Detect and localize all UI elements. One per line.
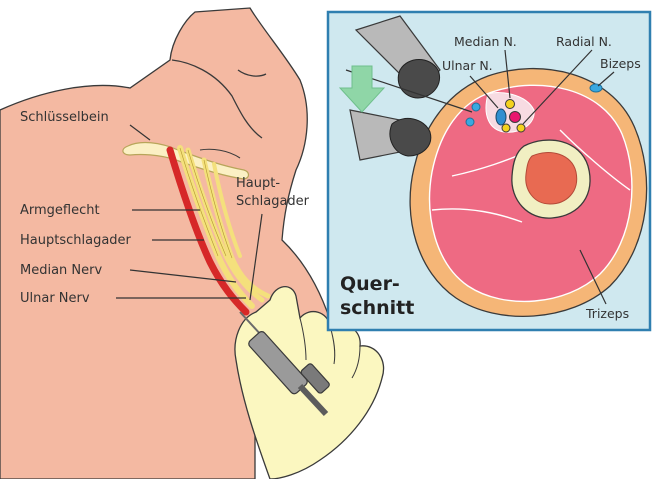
radial-nerve-dot — [517, 124, 525, 132]
cross-section-panel: Median N. Radial N. Ulnar N. Bizeps Triz… — [328, 12, 650, 330]
ulnar-vessel-dot — [472, 103, 480, 111]
ulnar-vessel-dot-2 — [466, 118, 474, 126]
brachial-artery-dot — [510, 112, 521, 123]
plexus-label: Armgeflecht — [20, 203, 100, 218]
median-nerve-dot — [506, 100, 515, 109]
ulnar-nerve-label: Ulnar Nerv — [20, 291, 90, 306]
nerve-dot-3 — [502, 124, 510, 132]
artery-label: Hauptschlagader — [20, 233, 132, 248]
median-n-label: Median N. — [454, 34, 517, 49]
bone-marrow — [526, 153, 577, 204]
clavicle-label: Schlüsselbein — [20, 110, 109, 125]
cross-section-title-line1: Quer- — [340, 273, 400, 295]
median-nerve-label: Median Nerv — [20, 263, 102, 278]
radial-n-label: Radial N. — [556, 34, 612, 49]
biceps-label: Bizeps — [600, 56, 641, 71]
artery-callout-label-line1: Haupt- — [236, 176, 280, 191]
cross-section-title-line2: schnitt — [340, 297, 414, 319]
ulnar-nerve-dot — [496, 109, 506, 125]
ulnar-n-label: Ulnar N. — [442, 58, 493, 73]
artery-callout-label-line2: Schlagader — [236, 194, 310, 209]
biceps-vessel-dot — [590, 84, 602, 92]
triceps-label: Trizeps — [585, 306, 629, 321]
neck-view: Schlüsselbein Armgeflecht Hauptschlagade… — [0, 8, 384, 479]
